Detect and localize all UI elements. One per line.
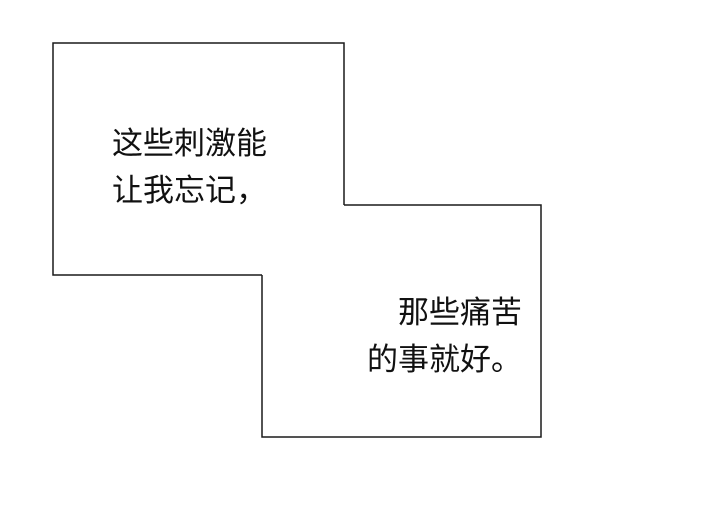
caption-1-line-2: 让我忘记， [112,173,267,209]
caption-2-line-1: 那些痛苦 [398,295,522,331]
caption-1-line-1: 这些刺激能 [112,126,267,162]
caption-box-1-outline [52,42,345,276]
caption-2-line-2: 的事就好。 [367,342,522,378]
caption-text-2: 那些痛苦 的事就好。 [322,290,522,384]
caption-box-1-fill [53,43,344,275]
caption-text-1: 这些刺激能 让我忘记， [112,121,312,215]
